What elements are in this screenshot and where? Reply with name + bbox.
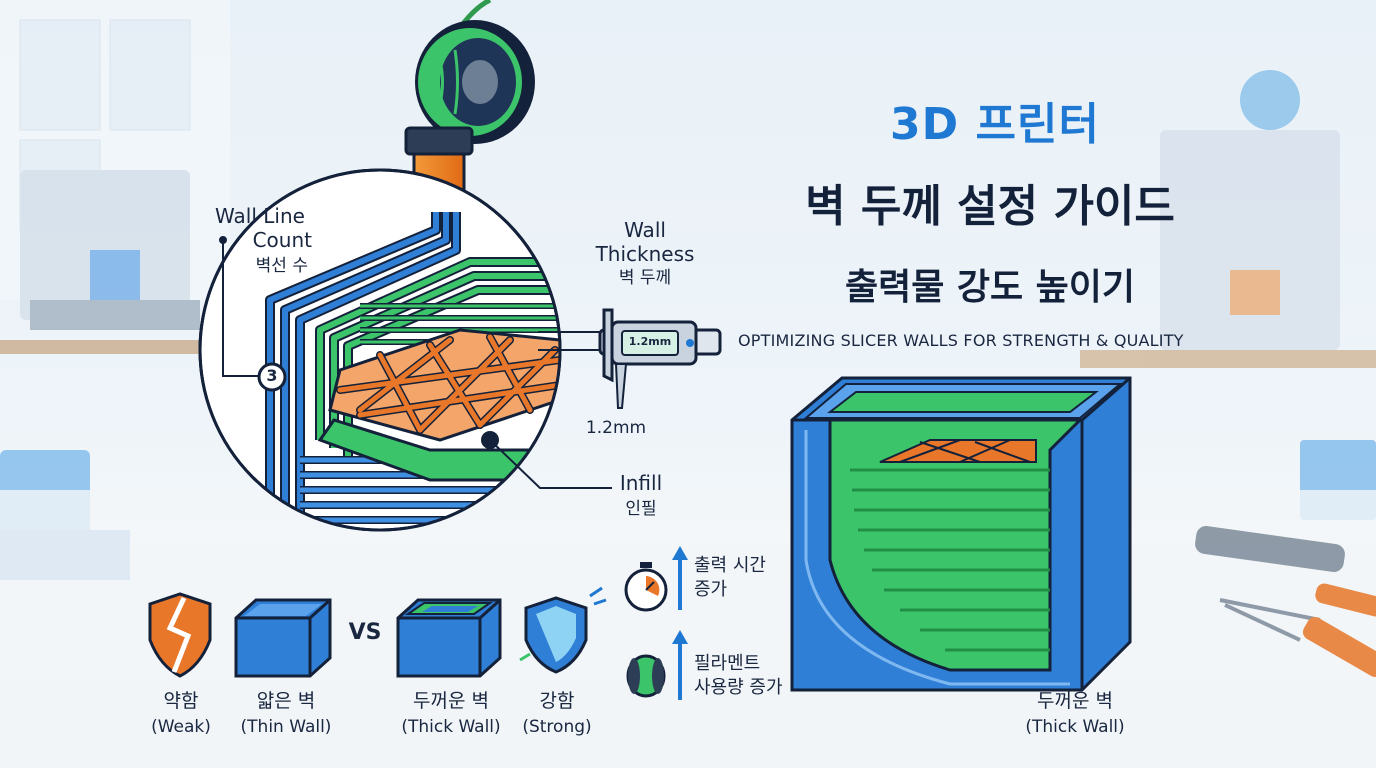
caliper-icon (598, 308, 722, 409)
print-time-line-2: 증가 (694, 579, 728, 600)
cube-caption-en: (Thick Wall) (1025, 717, 1125, 737)
leader-lines (219, 236, 612, 489)
thick-wall-box-icon (396, 598, 502, 678)
wall-line-count-ko: 벽선 수 (255, 256, 308, 276)
wall-line-count-en-2: Count (252, 228, 312, 252)
filament-line-2: 사용량 증가 (694, 677, 783, 698)
wall-thickness-ko: 벽 두께 (618, 268, 672, 288)
thick-wall-label: 두꺼운 벽 (Thick Wall) (388, 688, 514, 740)
wall-thickness-label: Wall Thickness 벽 두께 (570, 218, 720, 290)
weak-ko: 약함 (163, 690, 199, 712)
strong-label: 강함 (Strong) (512, 688, 602, 740)
strong-en: (Strong) (522, 717, 592, 737)
title-line-3: 출력물 강도 높이기 (844, 267, 1136, 308)
table-surface (0, 490, 1376, 768)
thin-wall-label: 얇은 벽 (Thin Wall) (226, 688, 346, 740)
wall-thickness-en-1: Wall (624, 218, 666, 242)
vs-label: VS (348, 620, 382, 645)
infill-marker (481, 431, 499, 449)
broken-shield-icon (148, 592, 212, 678)
cube-caption: 두꺼운 벽 (Thick Wall) (1010, 688, 1140, 740)
wall-count-badge (257, 362, 287, 392)
thick-wall-ko: 두꺼운 벽 (413, 690, 489, 712)
wall-thickness-en-2: Thickness (595, 242, 695, 266)
title-line-2: 벽 두께 설정 가이드 (805, 181, 1175, 232)
title-line-1: 3D 프린터 (890, 99, 1100, 150)
wall-count-value: 3 (266, 366, 278, 385)
wall-line-count-en-1: Wall Line (215, 204, 305, 228)
time-up-arrow-icon (672, 546, 688, 610)
thick-wall-en: (Thick Wall) (401, 717, 501, 737)
filament-spool-icon (626, 654, 666, 698)
thick-wall-cube-illustration (790, 376, 1132, 692)
filament-spool-illustration (415, 0, 535, 144)
caliper-readout: 1.2mm (628, 335, 672, 348)
background-tools (1195, 525, 1376, 677)
thin-wall-box-icon (234, 598, 332, 678)
wall-line-count-label: Wall Line Count 벽선 수 (200, 204, 320, 278)
weak-en: (Weak) (151, 717, 211, 737)
wall-cross-section (265, 212, 560, 530)
cube-caption-ko: 두꺼운 벽 (1037, 690, 1113, 712)
infill-grid (328, 328, 560, 442)
print-time-label: 출력 시간 증가 (694, 554, 766, 602)
filament-up-arrow-icon (672, 630, 688, 700)
print-time-line-1: 출력 시간 (694, 555, 766, 576)
caliper-value: 1.2mm (585, 418, 647, 438)
strong-shield-icon (519, 586, 607, 674)
strong-ko: 강함 (539, 690, 575, 712)
weak-label: 약함 (Weak) (136, 688, 226, 740)
stopwatch-icon (624, 562, 668, 612)
filament-usage-label: 필라멘트 사용량 증가 (694, 652, 783, 700)
infill-en: Infill (619, 471, 663, 495)
thin-wall-en: (Thin Wall) (240, 717, 332, 737)
infill-label: Infill 인필 (606, 470, 676, 522)
filament-line-1: 필라멘트 (694, 653, 761, 674)
thin-wall-ko: 얇은 벽 (256, 690, 316, 712)
subtitle: OPTIMIZING SLICER WALLS FOR STRENGTH & Q… (738, 331, 1184, 350)
infill-ko: 인필 (625, 499, 657, 519)
